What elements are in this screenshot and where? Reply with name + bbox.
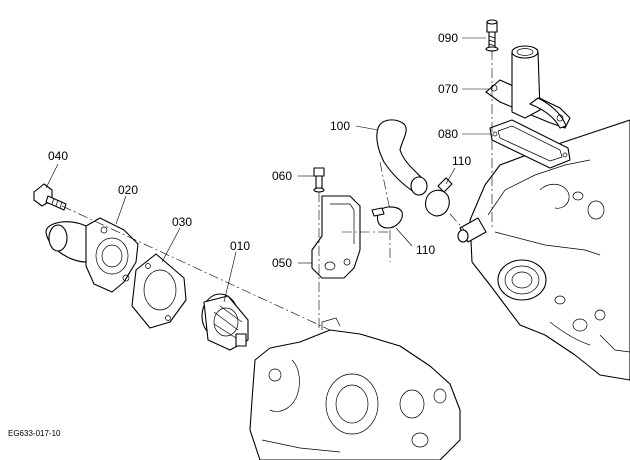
callout-label-090: 090	[438, 31, 458, 45]
leader-lines	[45, 37, 492, 303]
gasket-030	[131, 253, 187, 329]
callout-label-110-lower: 110	[416, 243, 435, 257]
cylinder-head-casting	[457, 119, 630, 381]
bolt-040	[33, 183, 67, 211]
callout-label-110-upper: 110	[452, 154, 471, 168]
callout-label-080: 080	[438, 127, 458, 141]
bolt-090	[485, 19, 499, 52]
hose-100	[376, 119, 428, 196]
callout-label-100: 100	[330, 119, 350, 133]
bracket-050	[311, 195, 361, 279]
callout-label-030: 030	[172, 215, 192, 229]
callout-label-070: 070	[438, 82, 458, 96]
callout-label-010: 010	[230, 239, 250, 253]
thermostat-010	[201, 293, 249, 351]
part-labels: 090 070 080 100 110 110 060 050 040 020 …	[48, 31, 471, 270]
bolt-060	[313, 167, 325, 193]
figure-code: EG633-017-10	[8, 429, 61, 438]
callout-label-060: 060	[272, 169, 292, 183]
engine-block-casting	[249, 317, 461, 460]
callout-label-040: 040	[48, 149, 68, 163]
callout-label-050: 050	[272, 256, 292, 270]
assembly-axes	[61, 50, 493, 331]
hose-clamp-110-lower	[371, 206, 403, 229]
hose-clamp-110-upper	[424, 177, 453, 217]
callout-label-020: 020	[118, 183, 138, 197]
water-flange-070	[485, 45, 571, 129]
thermostat-cover-020	[45, 217, 139, 293]
